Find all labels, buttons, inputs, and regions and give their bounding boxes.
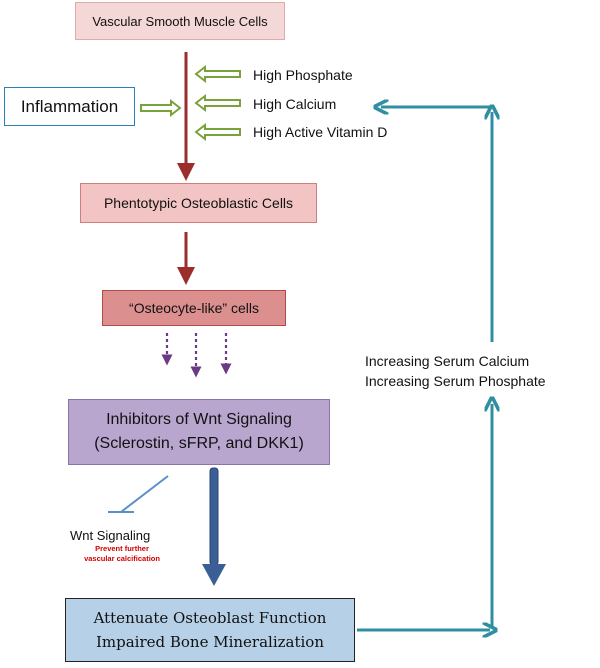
factor-arrow-phosphate xyxy=(194,64,241,84)
node-attenuate-line2: Impaired Bone Mineralization xyxy=(95,633,325,651)
serum-phosphate-label: Increasing Serum Phosphate xyxy=(365,373,546,389)
inhibition-line xyxy=(108,475,169,513)
node-inflammation-label: Inflammation xyxy=(20,96,119,116)
node-phenotypic-osteoblastic-cells: Phentotypic Osteoblastic Cells xyxy=(80,183,317,223)
node-osteocyte-like-cells: “Osteocyte-like” cells xyxy=(102,290,286,326)
node-vsmc-label: Vascular Smooth Muscle Cells xyxy=(92,13,268,29)
node-phenotypic-label: Phentotypic Osteoblastic Cells xyxy=(103,195,294,211)
wnt-note: Prevent further vascular calcification xyxy=(68,544,176,564)
inflammation-arrow xyxy=(140,98,182,118)
wnt-note-line1: Prevent further xyxy=(95,544,149,553)
node-osteocyte-label: “Osteocyte-like” cells xyxy=(129,300,259,316)
factor-arrow-vitamin-d xyxy=(194,122,241,142)
node-attenuate-line1: Attenuate Osteoblast Function xyxy=(93,609,327,627)
factor-high-active-vitamin-d: High Active Vitamin D xyxy=(253,124,388,140)
node-inhibitors-of-wnt-signaling: Inhibitors of Wnt Signaling (Sclerostin,… xyxy=(68,399,330,465)
node-inhibitors-line2: (Sclerostin, sFRP, and DKK1) xyxy=(94,435,304,452)
node-inhibitors-line1: Inhibitors of Wnt Signaling xyxy=(106,411,292,428)
wnt-note-line2: vascular calcification xyxy=(84,554,160,563)
big-arrow-to-attenuate xyxy=(202,467,226,586)
node-vascular-smooth-muscle-cells: Vascular Smooth Muscle Cells xyxy=(75,2,285,40)
wnt-signaling-label: Wnt Signaling xyxy=(70,528,151,543)
factor-arrow-calcium xyxy=(194,93,241,113)
serum-calcium-label: Increasing Serum Calcium xyxy=(365,353,530,369)
serum-labels: Increasing Serum Calcium Increasing Seru… xyxy=(365,351,546,391)
node-inflammation: Inflammation xyxy=(4,87,135,126)
factor-high-phosphate: High Phosphate xyxy=(253,67,353,83)
node-attenuate-osteoblast-function: Attenuate Osteoblast Function Impaired B… xyxy=(65,598,355,662)
factor-high-calcium: High Calcium xyxy=(253,96,337,112)
